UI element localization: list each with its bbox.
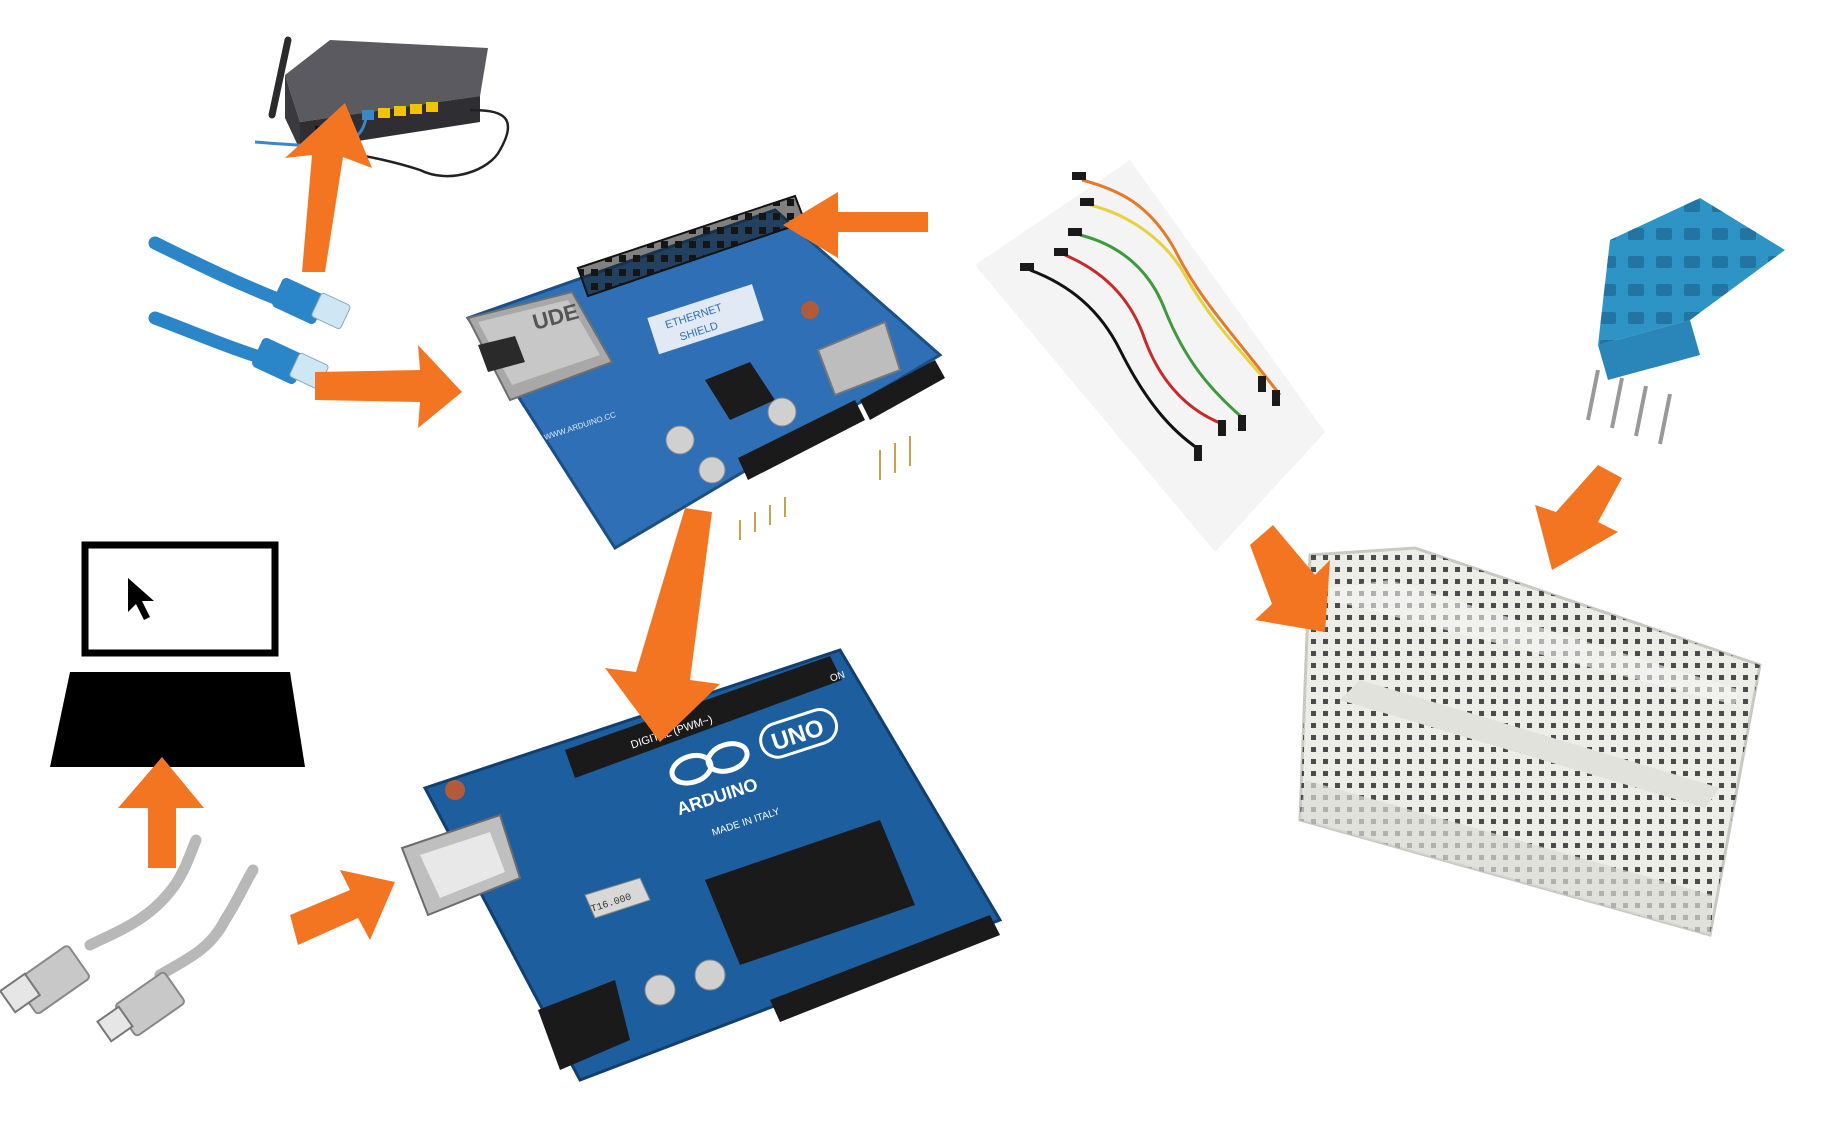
laptop-icon [50,545,305,767]
arrow-wires-to-breadboard [1250,525,1330,632]
arrow-sensor-to-breadboard [1535,465,1622,570]
breadboard-icon [1300,548,1760,935]
arrow-usb-to-uno [290,870,395,945]
dht-sensor-icon [1588,198,1785,444]
arduino-ethernet-shield-icon: UDE ETHERNET SHIELD WWW.ARDUINO.CC [468,196,945,548]
arrow-cable-to-shield [315,345,462,428]
arduino-uno-icon: T16.000 UNO ARDUINO DIGITAL (PWM~) MADE … [402,650,1000,1080]
usb-cable-icon [0,840,253,1041]
jumper-wires-icon [975,160,1325,552]
